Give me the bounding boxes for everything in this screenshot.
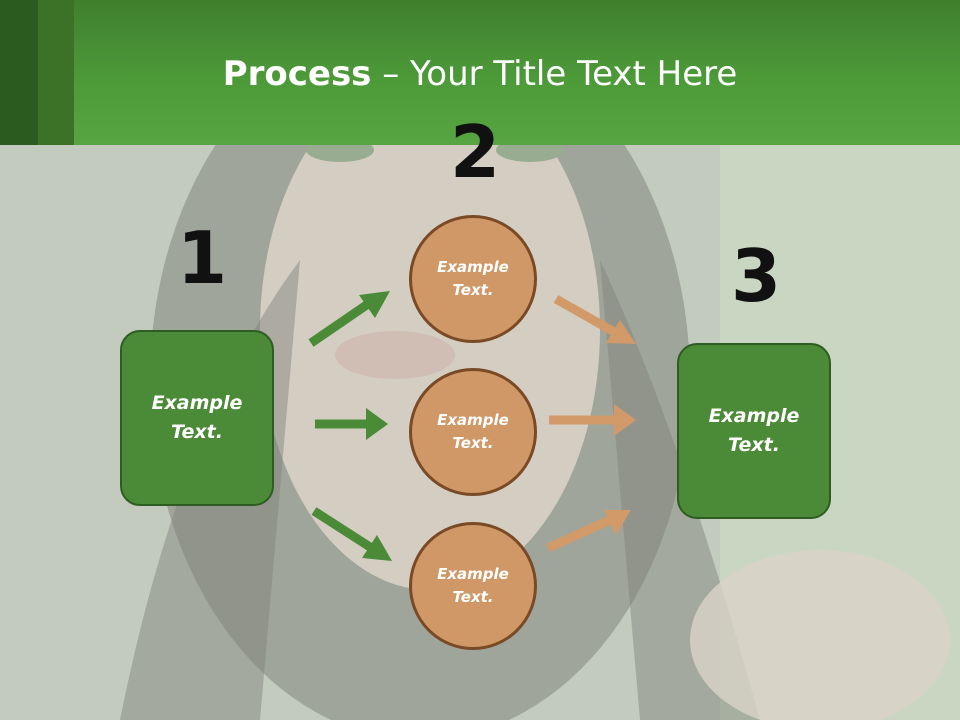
orange-arrow-top [553, 295, 636, 344]
start-box-line1: Example [151, 392, 243, 414]
title-bar-accent-dark [0, 0, 38, 145]
green-arrow-up [308, 291, 390, 347]
circle-bottom-line1: Example [437, 565, 509, 583]
step-number-2: 2 [450, 110, 501, 194]
title-bar-accent [38, 0, 74, 145]
green-arrow-middle [315, 408, 388, 440]
orange-arrow-middle [549, 404, 636, 436]
start-box: Example Text. [120, 330, 274, 506]
end-box-line1: Example [708, 405, 800, 427]
process-circle-bottom: Example Text. [409, 522, 537, 650]
end-box: Example Text. [677, 343, 831, 519]
orange-arrow-bottom [546, 510, 631, 553]
title-rest: – Your Title Text Here [371, 54, 738, 94]
circle-middle-line1: Example [437, 411, 509, 429]
process-circle-top: Example Text. [409, 215, 537, 343]
circle-bottom-line2: Text. [452, 588, 494, 606]
slide-title: Process – Your Title Text Here [0, 52, 960, 96]
process-circle-middle: Example Text. [409, 368, 537, 496]
circle-middle-line2: Text. [452, 434, 494, 452]
title-bar: Process – Your Title Text Here [0, 0, 960, 145]
start-box-line2: Text. [171, 421, 223, 443]
step-number-1: 1 [177, 216, 228, 300]
green-arrow-down [311, 507, 392, 561]
circle-top-line1: Example [437, 258, 509, 276]
title-bold: Process [222, 54, 372, 94]
circle-top-line2: Text. [452, 281, 494, 299]
step-number-3: 3 [731, 234, 782, 318]
end-box-line2: Text. [728, 434, 780, 456]
